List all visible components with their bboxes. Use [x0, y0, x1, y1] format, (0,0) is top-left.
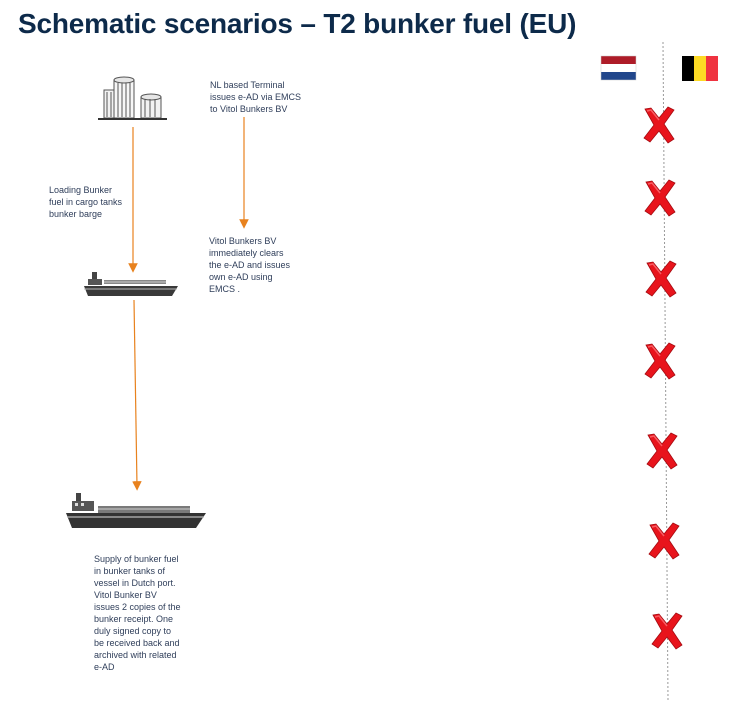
belgium-flag-icon — [682, 56, 718, 81]
flow-arrows — [128, 117, 249, 491]
red-cross-icon — [644, 342, 676, 380]
note-supply-bunker-fuel: Supply of bunker fuel in bunker tanks of… — [94, 554, 181, 672]
bunker-barge-icon — [84, 272, 178, 296]
vessel-icon — [66, 493, 206, 528]
red-cross-icon — [648, 522, 680, 560]
page-title: Schematic scenarios – T2 bunker fuel (EU… — [18, 8, 577, 39]
storage-terminal-icon — [98, 76, 167, 120]
red-cross-icon — [644, 179, 676, 217]
note-vitol-clears-ead: Vitol Bunkers BV immediately clears the … — [209, 236, 291, 294]
note-terminal-issues-ead: NL based Terminal issues e-AD via EMCS t… — [210, 80, 302, 114]
red-cross-icon — [643, 106, 675, 144]
arrow-barge-to-vessel — [132, 299, 142, 491]
red-cross-icon — [645, 260, 677, 298]
note-loading-bunker: Loading Bunker fuel in cargo tanks bunke… — [49, 185, 123, 219]
netherlands-flag-icon — [600, 55, 637, 81]
red-cross-icon — [646, 432, 678, 470]
